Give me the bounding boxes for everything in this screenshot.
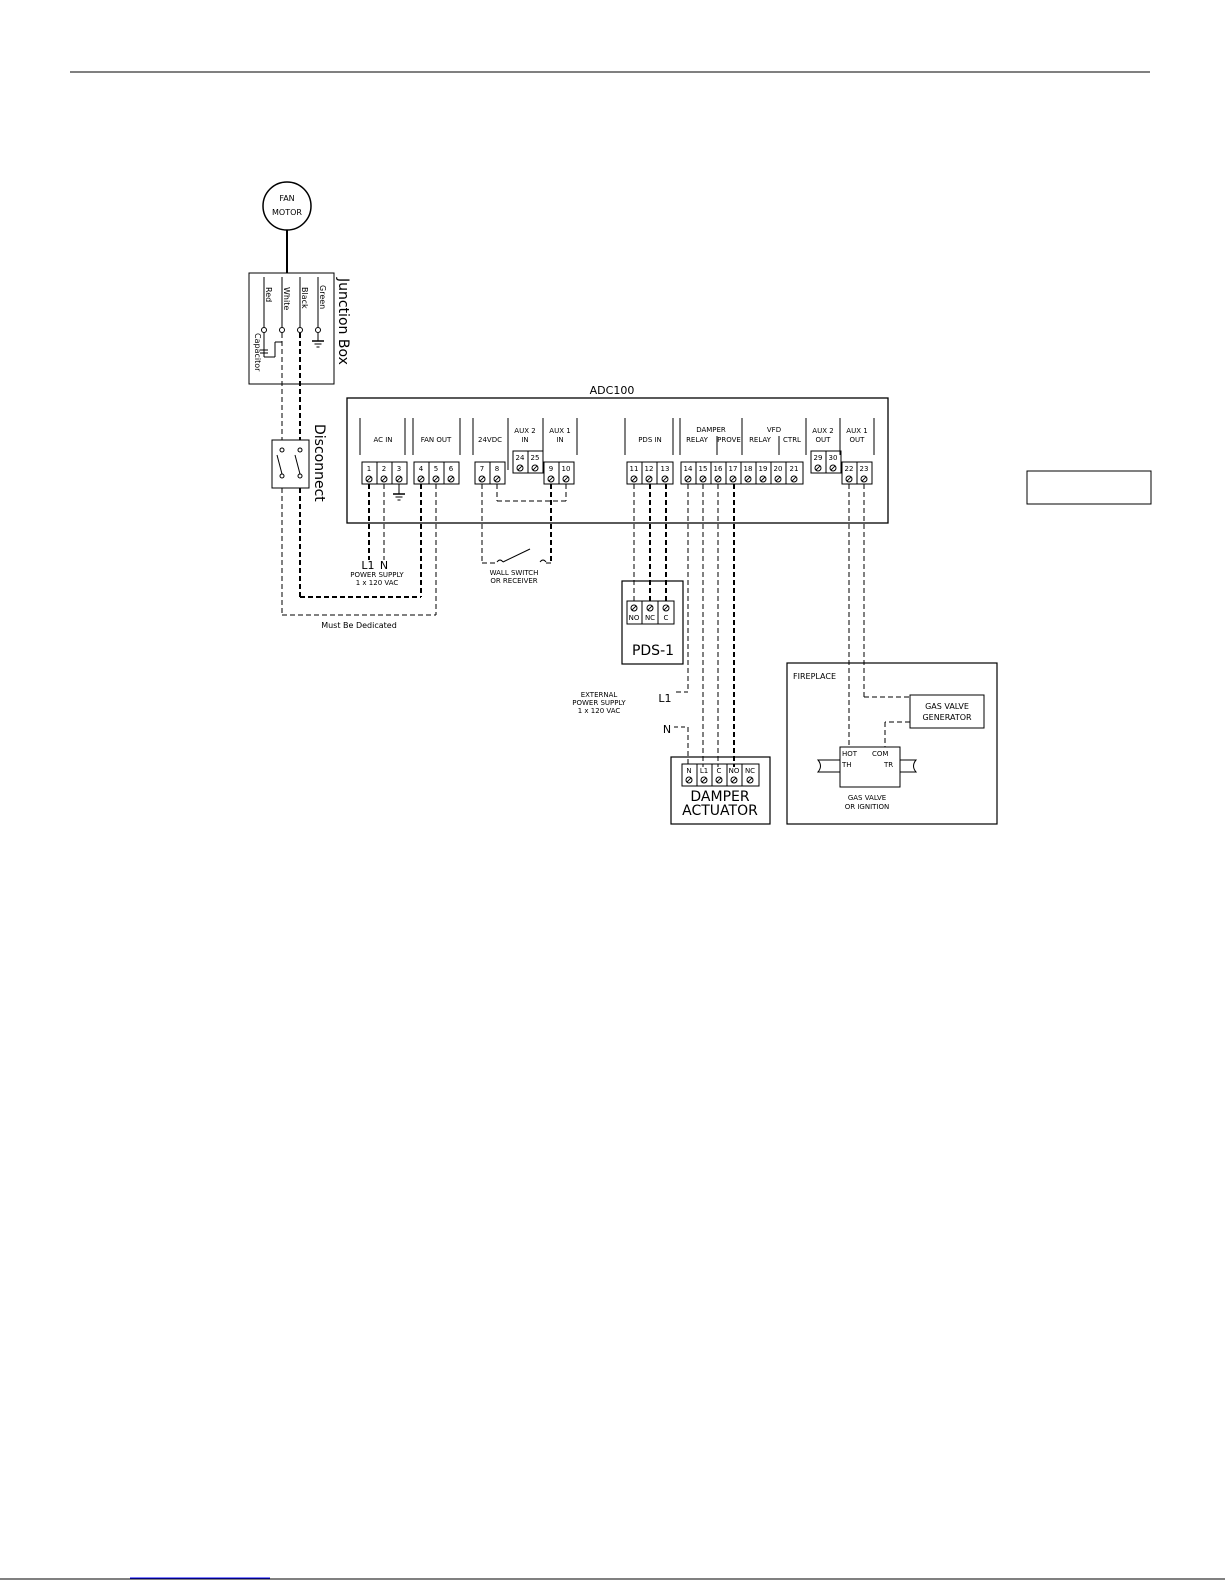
terminal-30: 30 (829, 454, 838, 462)
group-ac-in: AC IN (373, 436, 392, 444)
terminal-4: 4 (419, 465, 424, 473)
capacitor-label: Capacitor (253, 333, 262, 372)
actuator-terminal-n: N (686, 767, 691, 775)
terminal-8: 8 (495, 465, 499, 473)
terminal-7: 7 (480, 465, 484, 473)
terminal-23: 23 (860, 465, 869, 473)
group-fan-out: FAN OUT (421, 436, 452, 444)
disconnect-switch: Disconnect (271, 424, 327, 502)
actuator-terminal-l1: L1 (700, 767, 708, 775)
controller-title: ADC100 (590, 384, 635, 397)
junction-box: Junction Box Red White Black Green Capac… (248, 272, 351, 385)
external-supply-l1: L1 (658, 692, 671, 705)
external-supply-label-2: POWER SUPPLY (572, 699, 626, 707)
wire-label-white: White (282, 287, 291, 310)
group-aux2-in-2: IN (521, 436, 528, 444)
terminal-29: 29 (814, 454, 823, 462)
actuator-title-1: DAMPER (690, 789, 749, 805)
wire-label-black: Black (300, 287, 309, 309)
terminal-5: 5 (434, 465, 438, 473)
terminal-25: 25 (531, 454, 540, 462)
valve-th: TH (841, 761, 852, 769)
junction-box-title: Junction Box (335, 277, 351, 365)
gas-valve: HOT TH COM TR GAS VALVE OR IGNITION (816, 746, 918, 811)
pds1-terminal-nc: NC (645, 614, 655, 622)
terminal-11: 11 (630, 465, 639, 473)
external-supply-n: N (663, 723, 671, 736)
sublabel-ctrl: CTRL (783, 436, 801, 444)
gas-valve-generator: GAS VALVE GENERATOR (909, 694, 985, 729)
valve-hot: HOT (842, 750, 858, 758)
external-supply-label-1: EXTERNAL (581, 691, 618, 699)
group-aux1-in-2: IN (556, 436, 563, 444)
terminal-13: 13 (661, 465, 670, 473)
terminal-1: 1 (367, 465, 371, 473)
terminal-22: 22 (845, 465, 854, 473)
terminal-17: 17 (729, 465, 738, 473)
actuator-terminal-c: C (717, 767, 722, 775)
terminal-10: 10 (562, 465, 571, 473)
group-aux1-in-1: AUX 1 (549, 427, 570, 435)
terminal-24: 24 (516, 454, 525, 462)
group-24vdc: 24VDC (478, 436, 502, 444)
damper-actuator: N L1 C NO NC DAMPER ACTUATOR (670, 756, 771, 825)
sublabel-prove: PROVE (717, 436, 741, 444)
dedicated-label: Must Be Dedicated (321, 621, 397, 630)
external-supply-label-3: 1 x 120 VAC (578, 707, 621, 715)
wall-switch: WALL SWITCH OR RECEIVER (481, 484, 552, 585)
group-pds-in: PDS IN (638, 436, 662, 444)
wire-label-green: Green (318, 285, 327, 309)
pds1-title: PDS-1 (632, 643, 674, 659)
group-damper: DAMPER (696, 426, 726, 434)
group-aux2-in-1: AUX 2 (514, 427, 535, 435)
group-aux1-out-2: OUT (850, 436, 866, 444)
valve-tr: TR (883, 761, 893, 769)
adc100-controller: ADC100 AC IN FAN OUT 24VDC AUX 2 IN AUX … (346, 384, 889, 524)
valve-label-2: OR IGNITION (845, 803, 889, 811)
wall-switch-label-1: WALL SWITCH (490, 569, 539, 577)
pds1-terminal-c: C (664, 614, 669, 622)
terminal-21: 21 (790, 465, 799, 473)
supply-n: N (380, 559, 388, 572)
actuator-terminal-no: NO (729, 767, 740, 775)
actuator-title-2: ACTUATOR (682, 803, 758, 819)
supply-label-2: 1 x 120 VAC (356, 579, 399, 587)
pds1-terminal-no: NO (629, 614, 640, 622)
terminal-15: 15 (699, 465, 708, 473)
fireplace-title: FIREPLACE (793, 672, 836, 681)
sublabel-relay-vfd: RELAY (749, 436, 772, 444)
group-vfd: VFD (767, 426, 781, 434)
empty-tag-box (1026, 470, 1152, 505)
fan-motor-label-1: FAN (279, 194, 294, 203)
generator-label-2: GENERATOR (922, 713, 972, 722)
terminal-19: 19 (759, 465, 768, 473)
sublabel-relay-damper: RELAY (686, 436, 709, 444)
group-aux2-out-1: AUX 2 (812, 427, 833, 435)
supply-label-1: POWER SUPPLY (350, 571, 404, 579)
terminal-6: 6 (449, 465, 454, 473)
terminal-3: 3 (397, 465, 401, 473)
terminal-2: 2 (382, 465, 386, 473)
supply-l1: L1 (361, 559, 374, 572)
generator-label-1: GAS VALVE (925, 702, 969, 711)
valve-com: COM (872, 750, 888, 758)
valve-label-1: GAS VALVE (848, 794, 886, 802)
terminal-16: 16 (714, 465, 723, 473)
pds1-switch: NO NC C PDS-1 (621, 580, 684, 665)
terminal-9: 9 (549, 465, 553, 473)
group-aux2-out-2: OUT (816, 436, 832, 444)
terminal-18: 18 (744, 465, 753, 473)
group-aux1-out-1: AUX 1 (846, 427, 867, 435)
actuator-terminal-nc: NC (745, 767, 755, 775)
disconnect-label: Disconnect (311, 424, 327, 502)
wire-label-red: Red (264, 287, 273, 302)
fireplace: FIREPLACE GAS VALVE GENERATOR HOT TH COM… (786, 662, 998, 825)
terminal-14: 14 (684, 465, 693, 473)
terminal-20: 20 (774, 465, 783, 473)
wall-switch-label-2: OR RECEIVER (490, 577, 537, 585)
fan-motor-label-2: MOTOR (272, 208, 302, 217)
terminal-12: 12 (645, 465, 654, 473)
fan-motor: FAN MOTOR (262, 181, 312, 273)
